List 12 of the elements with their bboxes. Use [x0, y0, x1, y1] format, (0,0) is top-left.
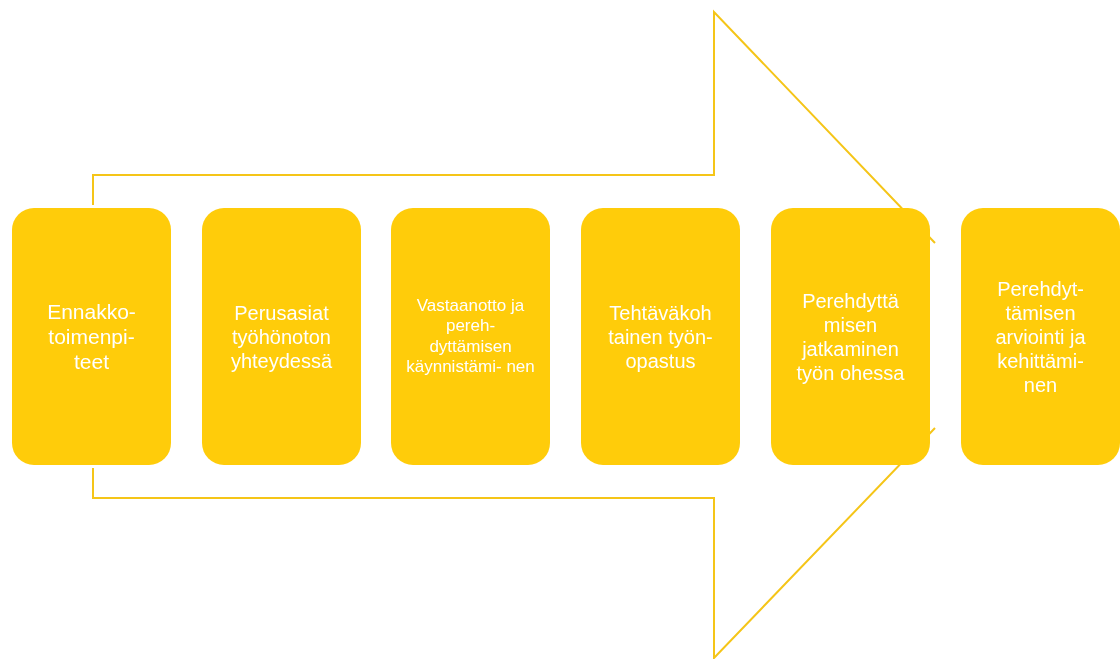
- process-box: [202, 208, 361, 465]
- process-box: [12, 208, 171, 465]
- process-box: [771, 208, 930, 465]
- process-box: [961, 208, 1120, 465]
- process-box: [391, 208, 550, 465]
- step-label: Perehdyt- tämisen arviointi ja kehittämi- nen: [994, 276, 1087, 397]
- step-label: Perusasiat työhönoton yhteydessä: [229, 300, 334, 373]
- step-label: Ennakko- toimenpi- teet: [46, 298, 137, 375]
- process-box: [581, 208, 740, 465]
- step-label: Vastaanotto ja pereh- dyttämisen käynnistämi- nen: [405, 295, 536, 378]
- step-label: Tehtäväkoh tainen työn- opastus: [607, 300, 714, 373]
- step-label: Perehdyttä misen jatkaminen työn ohessa: [795, 288, 906, 385]
